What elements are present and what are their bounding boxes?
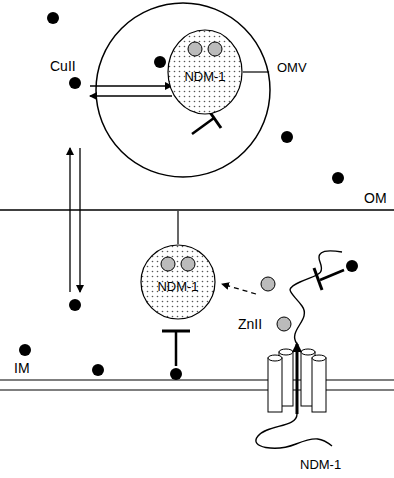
inner-membrane: [0, 389, 394, 390]
translocon-barrel: [268, 358, 282, 412]
inhibition-bar: [314, 268, 322, 290]
zinc-ion: [261, 277, 275, 291]
protein-label: NDM-1: [300, 457, 341, 473]
outer-membrane: [0, 209, 394, 211]
zinc-ion: [181, 257, 195, 271]
protein-label: NDM-1: [157, 279, 198, 295]
inhibition-stem: [192, 118, 214, 134]
protein-label: NDM-1: [184, 69, 225, 85]
vesicle-membrane: [96, 3, 270, 177]
unfolded-chain: [290, 251, 342, 344]
translocon-barrel-top: [312, 355, 326, 361]
inhibition-stem: [175, 332, 178, 366]
exchange-arrow: [69, 148, 70, 292]
membrane-label: IM: [14, 360, 30, 376]
ion-label: CuII: [50, 58, 76, 74]
zinc-ion: [161, 257, 175, 271]
inhibition-stem: [320, 270, 344, 280]
translocon-barrel: [312, 358, 326, 412]
enzyme-ellipse: NDM-1: [140, 244, 216, 320]
exchange-arrow: [90, 85, 172, 86]
copper-ion: [170, 368, 182, 380]
zinc-loading-arrow: [222, 284, 256, 294]
enzyme-ellipse: NDM-1: [167, 29, 243, 115]
zinc-ion: [277, 317, 291, 331]
zinc-ion: [188, 42, 202, 56]
ion-label: ZnII: [238, 316, 262, 332]
copper-ion: [69, 77, 81, 89]
translocon-barrel-top: [279, 349, 293, 355]
enzyme-outline: [141, 245, 215, 319]
enzyme-outline: [168, 30, 242, 114]
copper-ion: [281, 131, 293, 143]
translocon-barrel-top: [301, 349, 315, 355]
tether-line: [243, 71, 269, 72]
copper-ion: [47, 12, 59, 24]
unfolded-chain: [256, 414, 332, 448]
vesicle-label: OMV: [277, 60, 307, 76]
exchange-arrow: [90, 95, 172, 96]
inner-membrane: [0, 379, 394, 380]
copper-ion: [346, 260, 358, 272]
membrane-label: OM: [364, 190, 387, 206]
export-arrow: [296, 344, 299, 414]
zinc-ion: [208, 42, 222, 56]
translocon-barrel-top: [268, 355, 282, 361]
copper-ion: [332, 172, 344, 184]
lipid-anchor: [177, 211, 178, 244]
inhibition-bar: [162, 330, 190, 333]
copper-ion: [92, 364, 104, 376]
exchange-arrow: [79, 148, 80, 292]
copper-ion: [69, 299, 81, 311]
vesicle-circle: OMVNDM-1: [95, 2, 271, 178]
copper-ion: [19, 344, 31, 356]
copper-ion: [154, 56, 166, 68]
